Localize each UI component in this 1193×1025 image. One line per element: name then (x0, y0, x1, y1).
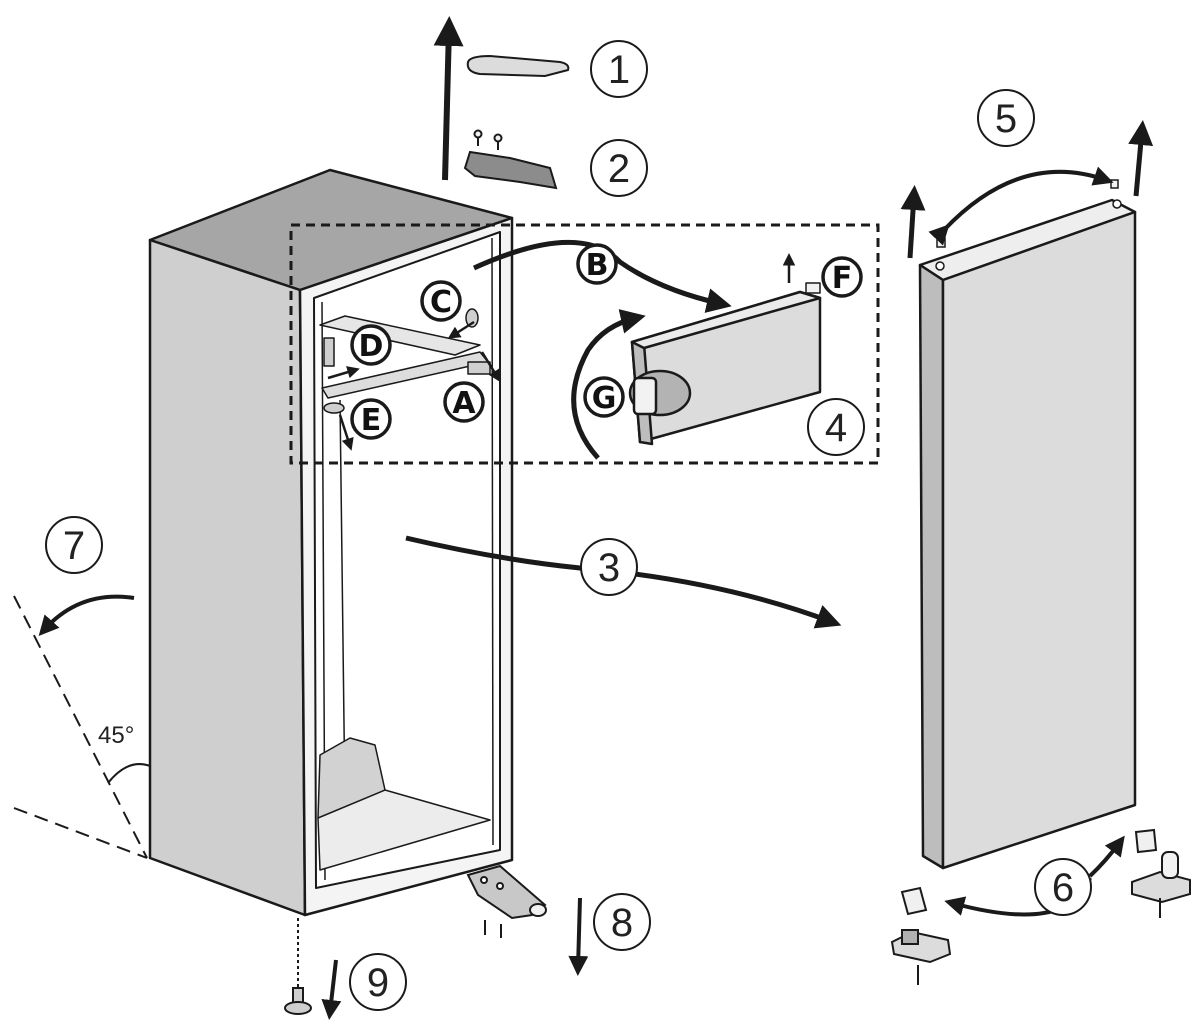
hinge-cap-c (465, 308, 479, 328)
part-badge-a: A (443, 381, 485, 423)
part-badge-g: G (583, 376, 625, 418)
fridge-door (918, 198, 1137, 870)
step-badge-5: 5 (977, 89, 1035, 147)
tilt-angle-arc (107, 763, 151, 784)
part-letter-f: F (832, 261, 853, 296)
part-badge-b: B (576, 243, 618, 285)
step-badge-6: 6 (1034, 858, 1092, 916)
step-number-1: 1 (608, 48, 630, 92)
pin-part-e (323, 402, 345, 414)
step-badge-7: 7 (45, 516, 103, 574)
detail-box (289, 223, 880, 465)
arrow-b-move (472, 239, 732, 313)
adjustable-foot (284, 918, 312, 1015)
part-badge-d: D (350, 324, 392, 366)
step-badge-9: 9 (349, 953, 407, 1011)
step-badges: 1 2 3 4 5 6 7 8 (45, 40, 1092, 1011)
arrow-remove-up (433, 16, 464, 181)
part-badges: A B C D E F G (350, 243, 863, 440)
down-arrows (321, 897, 589, 1020)
part-badge-c: C (420, 280, 462, 322)
part-letter-c: C (430, 285, 452, 320)
part-badge-f: F (821, 256, 863, 298)
step-badge-4: 4 (807, 398, 865, 456)
step-number-3: 3 (598, 546, 620, 590)
arrow-g-rotate (571, 309, 646, 460)
step-number-9: 9 (367, 961, 389, 1005)
step-number-8: 8 (611, 901, 633, 945)
cabinet-side-panel (148, 238, 307, 917)
door-top-arrows (900, 120, 1154, 259)
step-badge-8: 8 (593, 893, 651, 951)
freezer-shelf-top (319, 315, 481, 356)
cabinet-bottom-floor (317, 789, 491, 871)
step-number-7: 7 (63, 524, 85, 568)
freezer-door (628, 282, 822, 446)
latch-part-d (323, 337, 335, 367)
top-hinge-cover (466, 54, 570, 78)
arrow-hinge-to-right (1088, 835, 1125, 878)
step-badge-1: 1 (590, 40, 648, 98)
bracket-part-a (467, 361, 491, 375)
step-number-6: 6 (1052, 866, 1074, 910)
part-letter-e: E (361, 403, 382, 438)
arrow-7-tilt (38, 594, 135, 636)
arrow-swap-pins (928, 166, 1114, 246)
cabinet-bottom-hinge (466, 864, 547, 938)
step-number-2: 2 (608, 147, 630, 191)
step-number-5: 5 (995, 97, 1017, 141)
step-badge-2: 2 (590, 139, 648, 197)
part-letter-a: A (452, 386, 476, 421)
part-badge-e: E (350, 398, 392, 440)
internal-part-arrows (327, 320, 501, 451)
part-letter-b: B (586, 248, 609, 283)
part-letter-g: G (592, 381, 617, 416)
part-letter-d: D (359, 329, 384, 364)
step-badge-3: 3 (580, 538, 638, 596)
bottom-hinge-parts-left (890, 886, 952, 985)
step-number-4: 4 (825, 406, 847, 450)
fridge-cabinet (148, 168, 514, 917)
bottom-hinge-parts-right (1131, 828, 1191, 918)
tilt-angle-label: 45° (98, 722, 134, 749)
tilt-guide (13, 595, 148, 859)
top-hinge-plate (463, 129, 558, 190)
